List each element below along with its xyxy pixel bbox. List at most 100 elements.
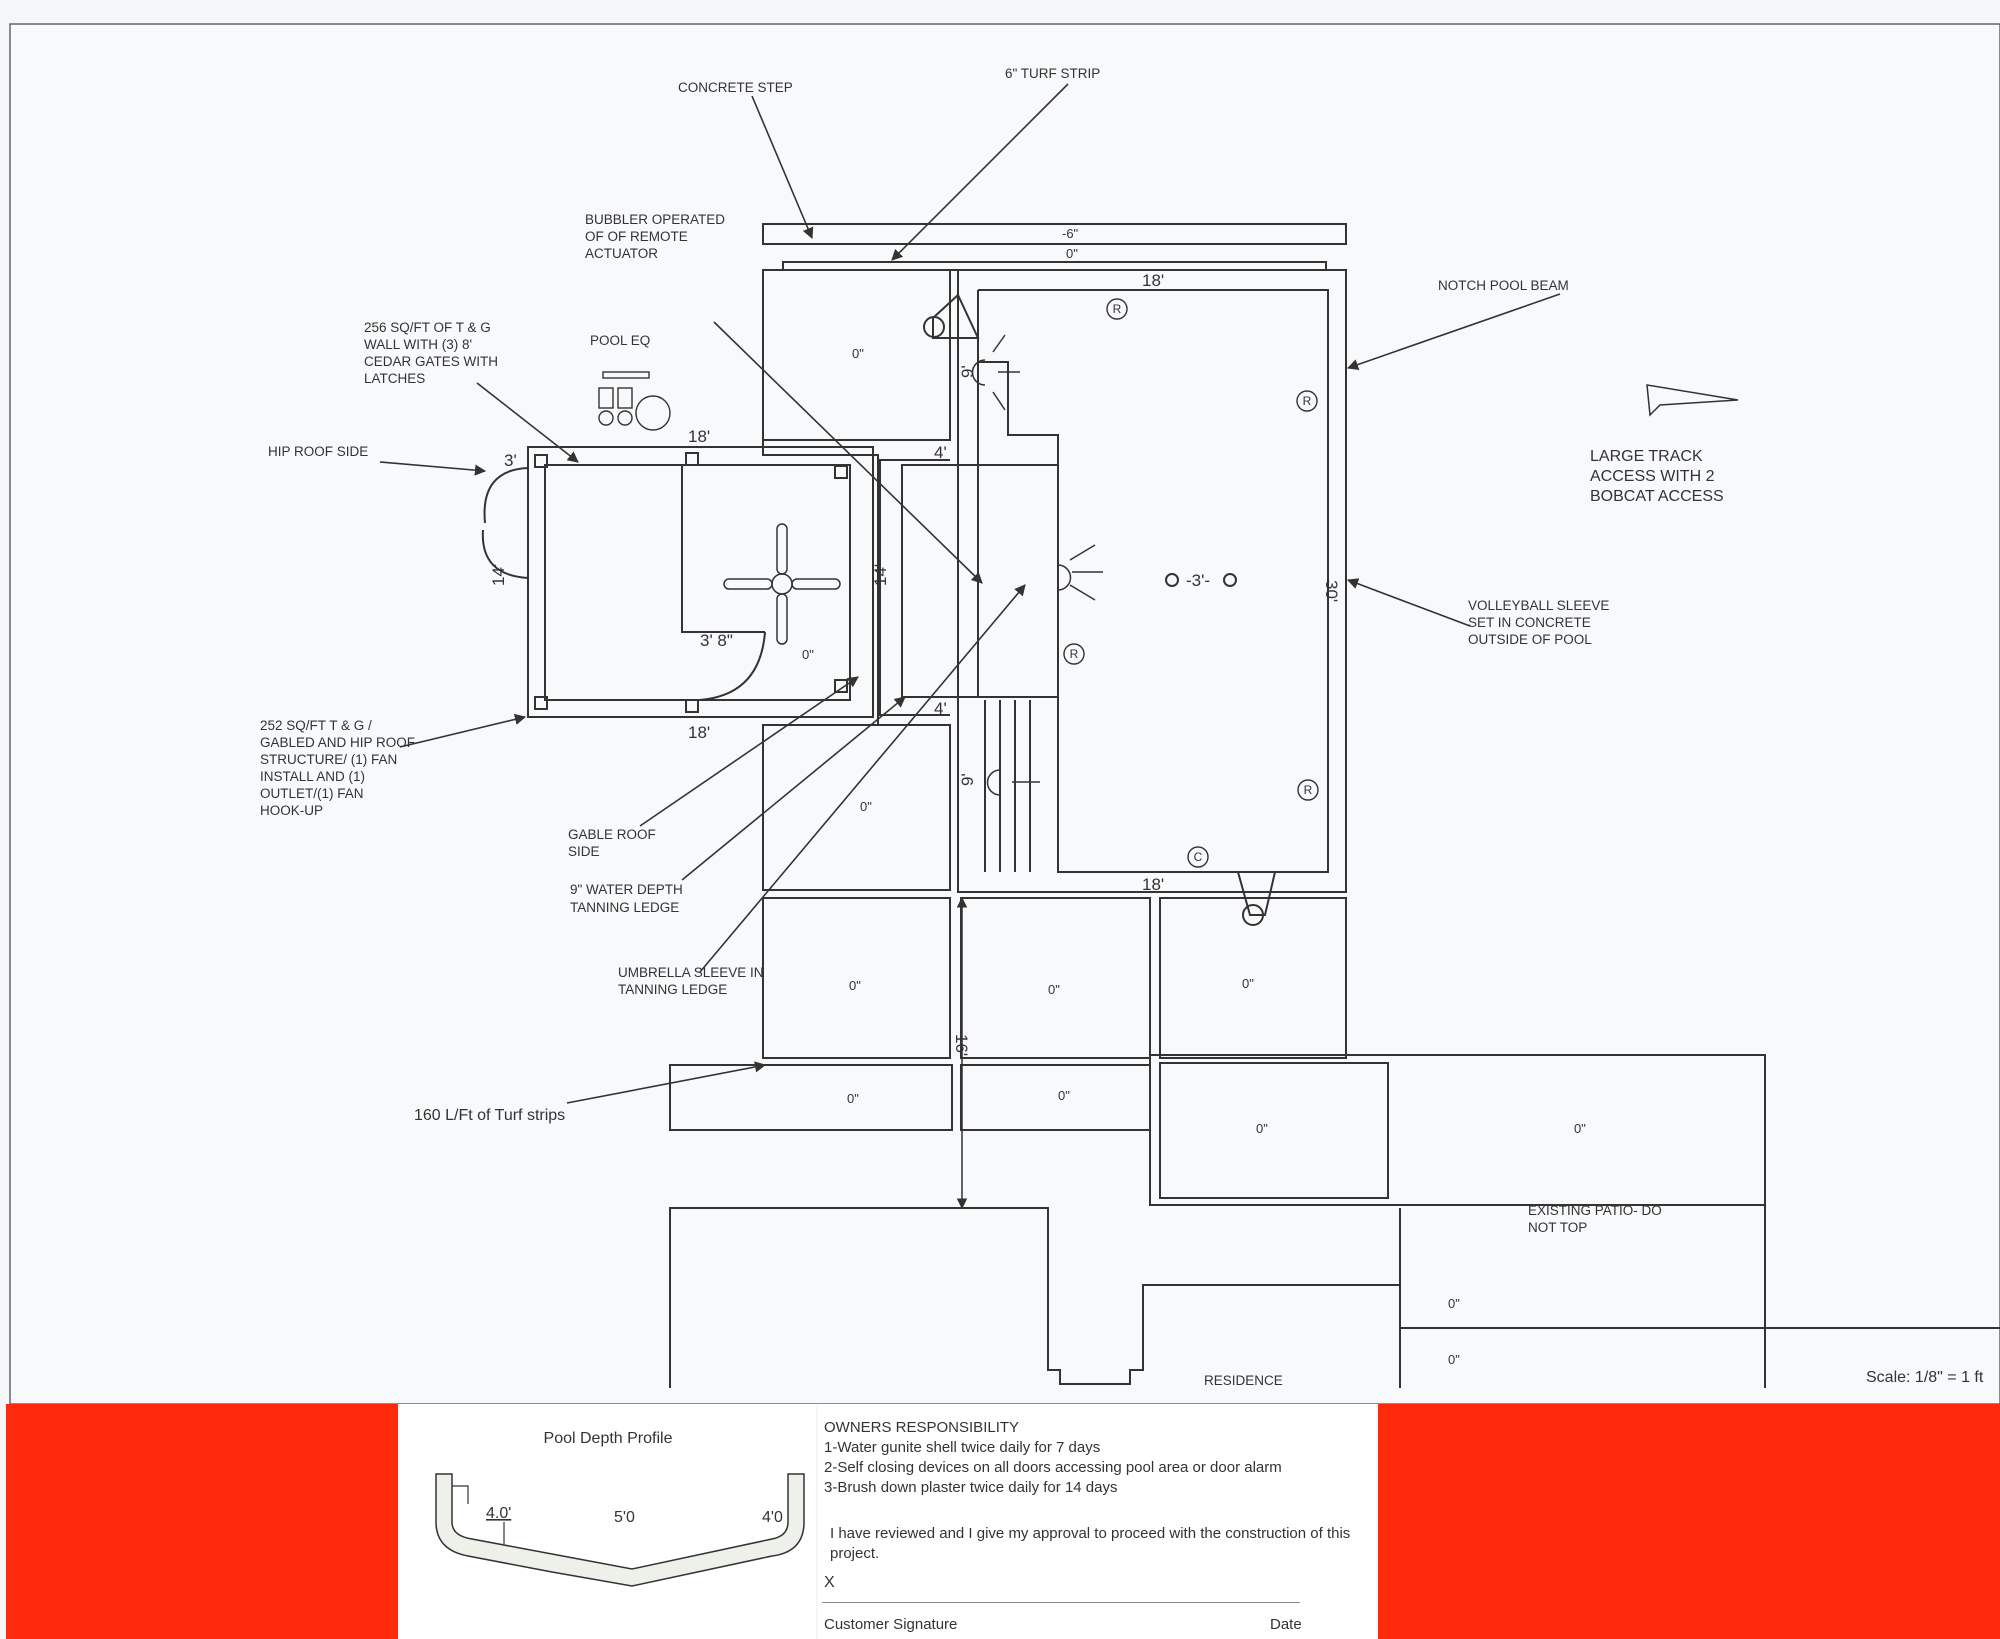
pool-equipment [598,371,671,431]
scale-note: Scale: 1/8" = 1 ft [1866,1369,1984,1386]
depth-value: 0" [1048,982,1060,997]
existing-patio [1149,1054,1766,1206]
label-residence: RESIDENCE [1204,1373,1283,1388]
dim-gazebo-side: 14' [489,564,508,586]
profile-mid: 5'0 [614,1509,635,1526]
owners-title: OWNERS RESPONSIBILITY [824,1419,1020,1436]
pool-depth-profile-panel: Pool Depth Profile 4.0' 5'0 4'0 [400,1404,816,1639]
dim-nine-lower: 9' [958,773,977,786]
label-hip-roof: HIP ROOF SIDE [268,444,368,459]
approval-statement: I have reviewed and I give my approval t… [830,1525,1351,1562]
dim-pool-bottom: 18' [1142,875,1164,894]
depth-value: 0" [1574,1121,1586,1136]
dim-pool-side: 30' [1322,580,1341,602]
dim-pool-top: 18' [1142,271,1164,290]
gazebo-post [534,454,548,468]
depth-value: 0" [847,1091,859,1106]
label-notch-beam: NOTCH POOL BEAM [1438,278,1569,293]
dim-zero: 0" [1066,246,1078,261]
sheet-border [9,23,2000,1404]
owners-responsibility-panel: OWNERS RESPONSIBILITY 1-Water gunite she… [818,1404,1376,1639]
dim-four-bottom: 4' [934,699,947,718]
depth-value: 0" [802,647,814,662]
date-label: Date [1270,1616,1302,1633]
owners-list: OWNERS RESPONSIBILITY 1-Water gunite she… [824,1418,1282,1498]
tanning-ledge [901,464,1059,698]
gazebo-post [534,696,548,710]
deck-panel [1159,897,1347,1059]
depth-value: 0" [860,799,872,814]
pool-steps [984,700,1031,872]
depth-value: 0" [1058,1088,1070,1103]
label-concrete-step: CONCRETE STEP [678,80,793,95]
concrete-step [762,223,1347,245]
signature-x: X [824,1574,835,1591]
profile-title: Pool Depth Profile [543,1430,673,1447]
dim-ledge-side: 14' [871,564,890,586]
turf-strip-panel [669,1064,953,1131]
return-symbol: R [1113,302,1122,316]
customer-signature-label: Customer Signature [824,1616,958,1633]
gazebo-post [834,465,848,479]
volleyball-sleeve [1223,573,1237,587]
north-arrow [1646,384,1739,417]
profile-deep: 4'0 [762,1509,783,1526]
deck-edge [762,440,879,726]
dim-gazebo-top: 18' [688,427,710,446]
redaction-block-right [1378,1404,2000,1639]
signature-line[interactable] [822,1602,1300,1603]
deck-panel [762,897,951,1059]
return-symbol: R [1070,647,1079,661]
gazebo-hip-section [681,465,765,633]
gazebo-outer [527,446,874,718]
dim-neg6: -6" [1062,226,1079,241]
dim-gazebo-door: 3' 8" [700,631,733,650]
label-turf-strips: 160 L/Ft of Turf strips [414,1107,565,1124]
ceiling-fan [723,523,841,645]
profile-shallow: 4.0' [486,1505,511,1522]
owners-item: 2-Self closing devices on all doors acce… [824,1459,1282,1476]
dim-gazebo-bottom: 18' [688,723,710,742]
owners-item: 3-Brush down plaster twice daily for 14 … [824,1479,1118,1496]
dim-sixteen: 16' [952,1034,971,1056]
depth-value: 0" [1448,1352,1460,1367]
depth-value: 0" [849,978,861,993]
pool-light [971,334,1103,796]
return-symbol: R [1304,783,1313,797]
depth-value: 0" [1256,1121,1268,1136]
dim-four-top: 4' [934,443,947,462]
dim-nine-upper: 9' [958,365,977,378]
owners-item: 1-Water gunite shell twice daily for 7 d… [824,1439,1101,1456]
pool-deck [957,269,1347,893]
skimmer [932,293,980,339]
dim-pool-inner: -3'- [1186,571,1210,590]
cleaner-symbol: C [1194,850,1203,864]
return-symbol: R [1303,394,1312,408]
label-pool-eq: POOL EQ [590,333,650,348]
label-turf-strip: 6" TURF STRIP [1005,66,1100,81]
door-swing [699,631,766,701]
dim-gazebo-left: 3' [504,451,517,470]
pool-profile-drawing: 4.0' 5'0 4'0 [435,1473,805,1587]
depth-value: 0" [852,346,864,361]
gazebo-post [685,452,699,466]
depth-value: 0" [1448,1296,1460,1311]
gate-swing [483,467,529,524]
gate-swing [481,529,529,579]
pool-plan-drawing: R R R R C CONCRETE STEP 6" TURF STRIP BU… [9,23,2000,1404]
skimmer [1237,871,1276,916]
gazebo-post [685,699,699,713]
return-fittings [1063,298,1319,868]
volleyball-sleeve [1165,573,1179,587]
deck-panel [1159,1062,1389,1199]
